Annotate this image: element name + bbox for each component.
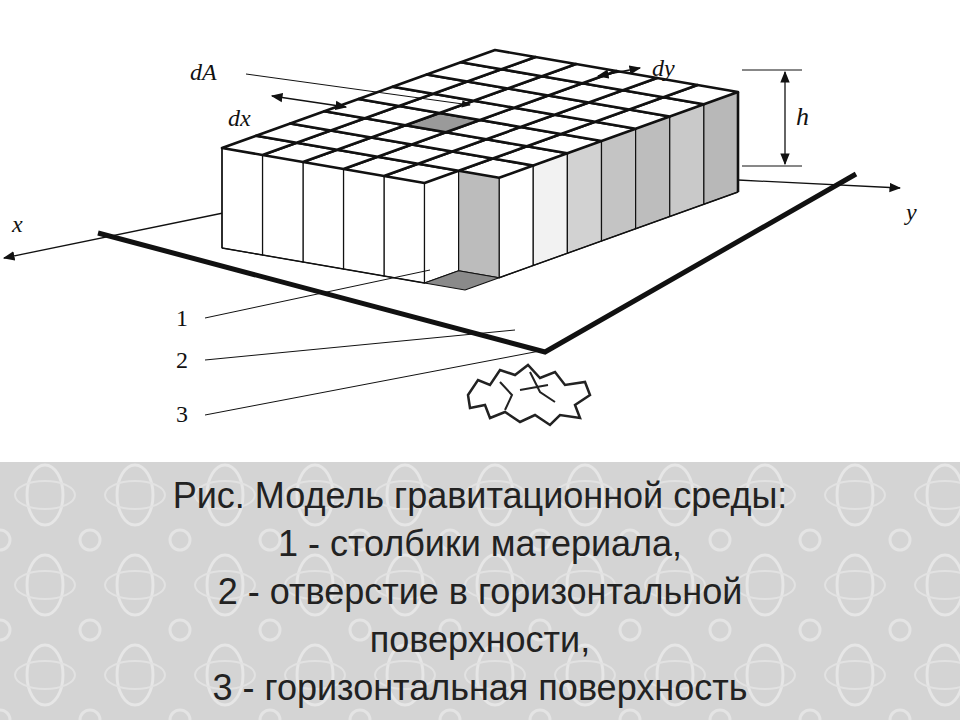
caption-line: 1 - столбики материала, [278,520,682,568]
axis-label: x [12,212,23,236]
axis-label: y [906,200,917,224]
surface-hole [425,271,500,290]
dimension-label: h [796,104,809,130]
material-column [222,148,263,255]
material-column [567,141,601,253]
dimension-label: dy [652,56,675,80]
block-edge [499,192,738,278]
dimension-label: dx [228,106,251,130]
material-column [344,169,385,276]
block-edge [737,92,740,192]
callout-number: 2 [176,348,188,372]
caption-area: Рис. Модель гравитационной среды:1 - сто… [0,462,960,720]
material-column [263,155,304,262]
column-wall [425,171,459,283]
leader-line [246,74,470,105]
x-axis [4,212,228,258]
caption-line: 2 - отверстие в горизонтальной поверхнос… [130,568,830,664]
extension-line [742,70,802,71]
callout-number: 3 [176,402,188,426]
column-wall [459,171,500,278]
logo-figure [500,372,555,410]
leader-line [205,330,515,360]
material-column [670,104,704,216]
material-column [704,92,738,204]
material-column [303,162,344,269]
column-top [461,50,536,69]
logo-figure [468,365,590,425]
dimension-line [784,72,785,164]
area-label: dA [190,60,217,84]
material-column [499,166,533,278]
caption-line: 3 - горизонтальная поверхность [213,664,748,712]
extension-line [742,166,802,167]
dimension-line [272,96,346,107]
leader-line [205,270,430,318]
block-edge [221,148,222,248]
callout-number: 1 [176,306,188,330]
caption-band [0,462,960,720]
material-column [602,129,636,241]
caption: Рис. Модель гравитационной среды: [173,472,788,520]
y-axis [738,180,900,188]
material-column [384,176,425,283]
material-column [636,117,670,229]
dimension-line [598,68,640,76]
material-column [533,153,567,265]
